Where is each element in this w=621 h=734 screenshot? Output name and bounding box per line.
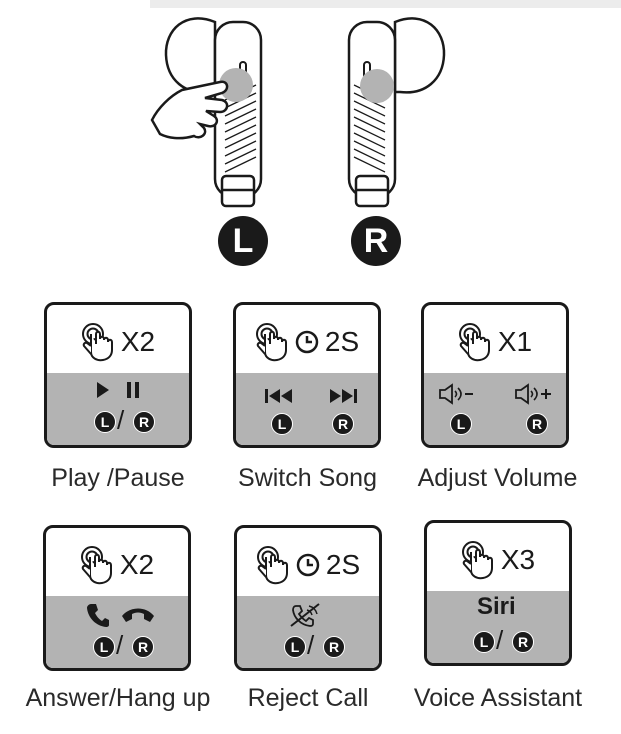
- left-touch-area: [219, 68, 253, 102]
- card-voice-assistant: X3 Siri L / R: [424, 520, 572, 666]
- card-switch-song: 2S L R: [233, 302, 381, 448]
- card-action: L R: [236, 373, 378, 445]
- slash-separator: /: [307, 630, 315, 660]
- top-bar: [150, 0, 621, 8]
- card-action: Siri L / R: [427, 591, 569, 663]
- tap-hand-icon: [255, 323, 287, 362]
- gesture-count: X3: [500, 544, 536, 575]
- slash-separator: /: [116, 630, 124, 660]
- left-badge: L: [93, 636, 115, 658]
- caption-switch-song: Switch Song: [238, 464, 377, 492]
- caption-play-pause: Play /Pause: [51, 464, 185, 492]
- tap-hand-icon: [81, 323, 113, 362]
- card-adjust-volume: X1 L R: [421, 302, 569, 448]
- card-gesture: 2S: [237, 528, 379, 602]
- phone-answer-icon: [87, 604, 109, 627]
- caption-voice-assistant: Voice Assistant: [413, 684, 583, 712]
- clock-icon: [295, 330, 319, 354]
- card-action: L / R: [47, 373, 189, 445]
- left-earbud-badge: L: [218, 216, 268, 266]
- earbuds-illustration: [150, 17, 446, 208]
- hand-icon: [150, 80, 229, 140]
- card-action: L / R: [237, 596, 379, 668]
- caption-adjust-volume: Adjust Volume: [417, 464, 578, 492]
- previous-track-icon: [265, 389, 292, 403]
- left-badge: L: [271, 413, 293, 435]
- slash-separator: /: [496, 625, 504, 655]
- gesture-count: X1: [497, 326, 533, 357]
- right-earbud: [347, 17, 446, 208]
- gesture-duration: 2S: [324, 326, 360, 357]
- left-badge: L: [284, 636, 306, 658]
- card-answer-hangup: X2 L / R: [43, 525, 191, 671]
- card-gesture: X1: [424, 305, 566, 379]
- card-action: L / R: [46, 596, 188, 668]
- right-badge: R: [323, 636, 345, 658]
- gesture-count: X2: [119, 549, 155, 580]
- siri-label: Siri: [477, 593, 516, 620]
- card-play-pause: X2 L / R: [44, 302, 192, 448]
- right-badge: R: [526, 413, 548, 435]
- phone-hangup-icon: [122, 608, 154, 622]
- next-track-icon: [330, 389, 357, 403]
- right-badge: R: [132, 636, 154, 658]
- left-badge: L: [94, 411, 116, 433]
- phone-reject-icon: [290, 603, 320, 627]
- right-badge: R: [512, 631, 534, 653]
- slash-separator: /: [117, 405, 125, 435]
- play-icon: [97, 382, 109, 398]
- card-gesture: X2: [46, 528, 188, 602]
- pause-icon: [127, 382, 139, 398]
- card-action: L R: [424, 373, 566, 445]
- volume-down-icon: [439, 383, 473, 405]
- gesture-count: X2: [120, 326, 156, 357]
- right-badge: R: [332, 413, 354, 435]
- right-badge: R: [133, 411, 155, 433]
- gesture-duration: 2S: [325, 549, 361, 580]
- tap-hand-icon: [458, 323, 490, 362]
- left-badge: L: [473, 631, 495, 653]
- right-touch-area: [360, 69, 394, 103]
- tap-hand-icon: [256, 546, 288, 585]
- caption-reject-call: Reject Call: [247, 684, 369, 712]
- clock-icon: [296, 553, 320, 577]
- card-gesture: X3: [427, 523, 569, 597]
- card-gesture: 2S: [236, 305, 378, 379]
- volume-up-icon: [515, 383, 551, 405]
- tap-hand-icon: [80, 546, 112, 585]
- card-reject-call: 2S L / R: [234, 525, 382, 671]
- tap-hand-icon: [461, 541, 493, 580]
- card-gesture: X2: [47, 305, 189, 379]
- left-badge: L: [450, 413, 472, 435]
- caption-answer-hangup: Answer/Hang up: [25, 684, 211, 712]
- right-earbud-badge: R: [351, 216, 401, 266]
